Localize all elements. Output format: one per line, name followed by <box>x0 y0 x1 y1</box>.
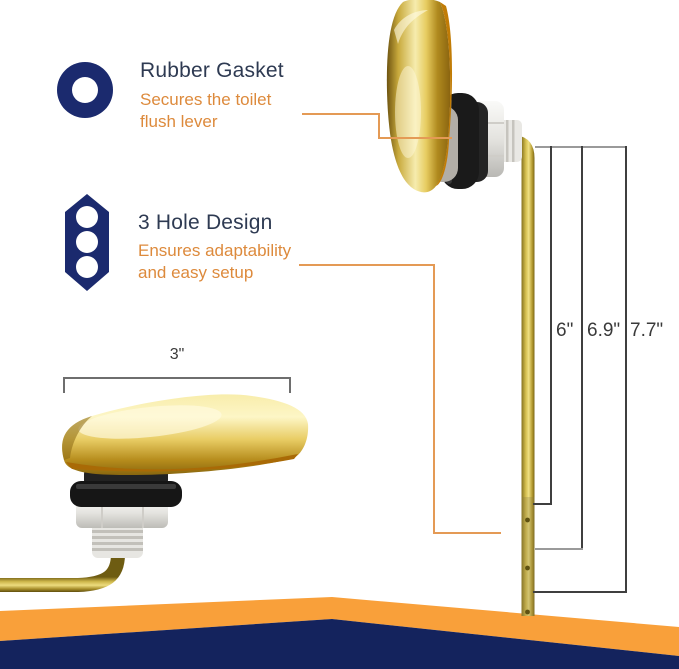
callout-line-segment <box>299 264 435 266</box>
measurement-label-6-9in: 6.9" <box>587 320 621 341</box>
callout-line-segment <box>378 113 380 139</box>
feature-description-line: and easy setup <box>138 263 254 282</box>
measurement-label-7-7in: 7.7" <box>630 320 664 341</box>
gasket-ring-icon <box>57 62 113 118</box>
measurement-line <box>581 146 583 550</box>
feature-description-line: flush lever <box>140 112 218 131</box>
measurement-line <box>533 503 552 505</box>
flush-lever-render <box>386 0 535 616</box>
width-measurement-label: 3" <box>169 346 185 363</box>
rod-lower-section <box>521 497 535 616</box>
rod-hole <box>525 609 530 615</box>
three-hole-icon <box>65 194 109 291</box>
callout-line-segment <box>378 137 452 139</box>
width-bracket-tick <box>63 377 65 393</box>
rod-hole <box>525 517 530 523</box>
measurement-line <box>550 146 552 504</box>
navy-stripe <box>0 619 679 669</box>
measurement-line <box>625 146 627 593</box>
feature-description-line: Ensures adaptability <box>138 241 292 260</box>
lever-handle-closeup <box>62 394 309 476</box>
width-bracket-line <box>63 377 291 379</box>
rod-hole <box>525 565 530 571</box>
lever-base-closeup-render <box>0 394 309 592</box>
feature-title: 3 Hole Design <box>138 211 273 234</box>
lever-rod-closeup <box>0 553 125 592</box>
callout-line-segment <box>302 113 380 115</box>
orange-stripe <box>0 597 679 656</box>
measurement-line <box>533 591 627 593</box>
measurement-line <box>535 548 583 550</box>
lever-handle <box>386 0 453 193</box>
width-bracket-tick <box>289 377 291 393</box>
feature-title: Rubber Gasket <box>140 59 284 82</box>
feature-description-line: Secures the toilet <box>140 90 272 109</box>
callout-line-segment <box>433 264 435 534</box>
callout-line-segment <box>433 532 501 534</box>
measurement-label-6in: 6" <box>556 320 574 341</box>
